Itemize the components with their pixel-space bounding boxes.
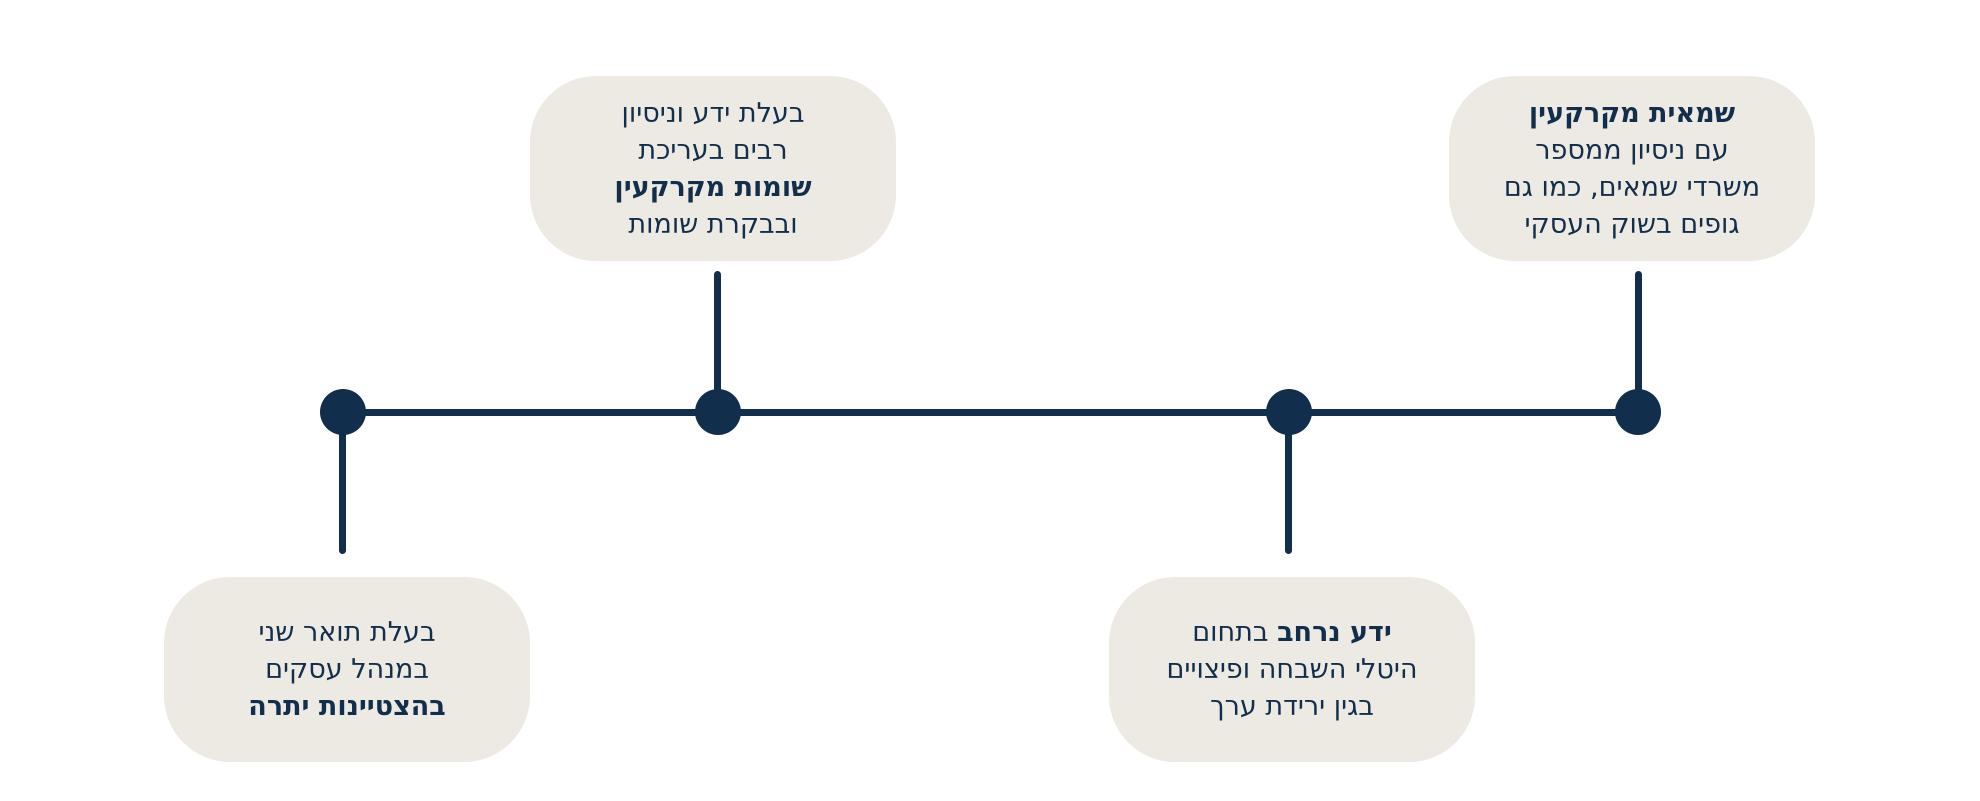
box-line: בגין ירידת ערך — [1210, 691, 1374, 722]
connector-4 — [1635, 271, 1642, 412]
timeline-dot-1 — [320, 389, 366, 435]
box-line: ידע נרחב בתחום — [1192, 614, 1392, 651]
milestone-box-appraisals: בעלת ידע וניסיון רבים בעריכת שומות מקרקע… — [530, 76, 896, 261]
box-line: רבים בעריכת — [638, 134, 788, 166]
box-line-bold: שומות מקרקעין — [614, 171, 812, 203]
box-line: היטלי השבחה ופיצויים — [1166, 654, 1418, 685]
box-line: עם ניסיון ממספר — [1535, 134, 1729, 166]
connector-2 — [714, 271, 721, 412]
box-line: במנהל עסקים — [265, 654, 429, 685]
box-line: בעלת ידע וניסיון — [621, 97, 805, 129]
connector-1 — [339, 412, 346, 554]
timeline-line — [342, 409, 1638, 416]
box-line-bold: בהצטיינות יתרה — [248, 691, 446, 722]
box-line-rest: בתחום — [1192, 617, 1278, 648]
box-line-bold: ידע נרחב — [1277, 617, 1392, 648]
box-line: משרדי שמאים, כמו גם — [1503, 171, 1761, 203]
box-line-bold: שמאית מקרקעין — [1528, 97, 1736, 129]
box-line: גופים בשוק העסקי — [1524, 208, 1740, 240]
box-line: ובבקרת שומות — [628, 208, 798, 240]
timeline-dot-3 — [1266, 389, 1312, 435]
timeline-dot-4 — [1615, 389, 1661, 435]
timeline-dot-2 — [695, 389, 741, 435]
box-line: בעלת תואר שני — [258, 617, 436, 648]
milestone-box-knowledge: ידע נרחב בתחום היטלי השבחה ופיצויים בגין… — [1109, 577, 1475, 762]
connector-3 — [1285, 412, 1292, 554]
milestone-box-degree: בעלת תואר שני במנהל עסקים בהצטיינות יתרה — [164, 577, 530, 762]
milestone-box-appraiser: שמאית מקרקעין עם ניסיון ממספר משרדי שמאי… — [1449, 76, 1815, 261]
